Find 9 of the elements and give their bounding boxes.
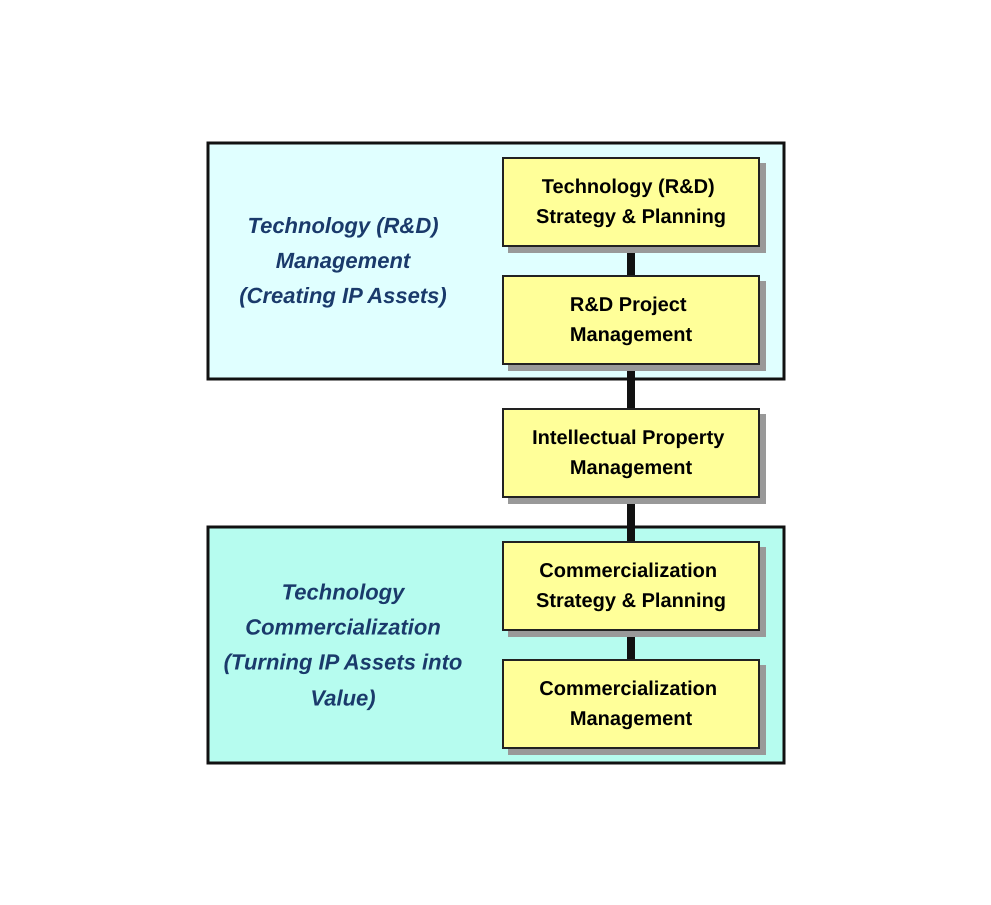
node-box: R&D Project Management bbox=[502, 274, 760, 364]
connector bbox=[626, 244, 634, 277]
connector bbox=[626, 628, 634, 661]
node-box: Commercialization Strategy & Planning bbox=[502, 540, 760, 630]
connector bbox=[626, 495, 634, 543]
connector bbox=[626, 362, 634, 410]
node-box: Intellectual Property Management bbox=[502, 408, 760, 498]
node-box: Technology (R&D) Strategy & Planning bbox=[502, 156, 760, 246]
node-box: Commercialization Management bbox=[502, 658, 760, 748]
